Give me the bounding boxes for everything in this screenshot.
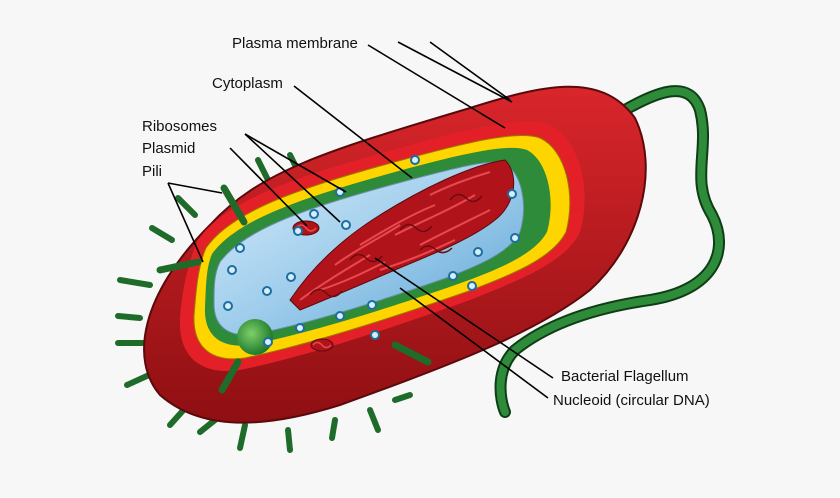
label-nucleoid: Nucleoid (circular DNA): [553, 392, 710, 409]
label-ribosomes: Ribosomes: [142, 118, 217, 135]
ribosomes-group: [223, 155, 520, 347]
pili-cut-face: [156, 184, 432, 394]
flagellum-highlight: [496, 87, 723, 416]
plasmid-2: [310, 338, 334, 352]
label-cytoplasm: Cytoplasm: [212, 75, 283, 92]
nucleoid: [289, 159, 515, 311]
label-pili: Pili: [142, 163, 162, 180]
label-bacterial-flagellum: Bacterial Flagellum: [561, 368, 689, 385]
label-plasma-membrane: Plasma membrane: [232, 35, 358, 52]
storage-granule: [237, 319, 273, 355]
label-plasmid: Plasmid: [142, 140, 195, 157]
leader-lines: [167, 41, 554, 399]
